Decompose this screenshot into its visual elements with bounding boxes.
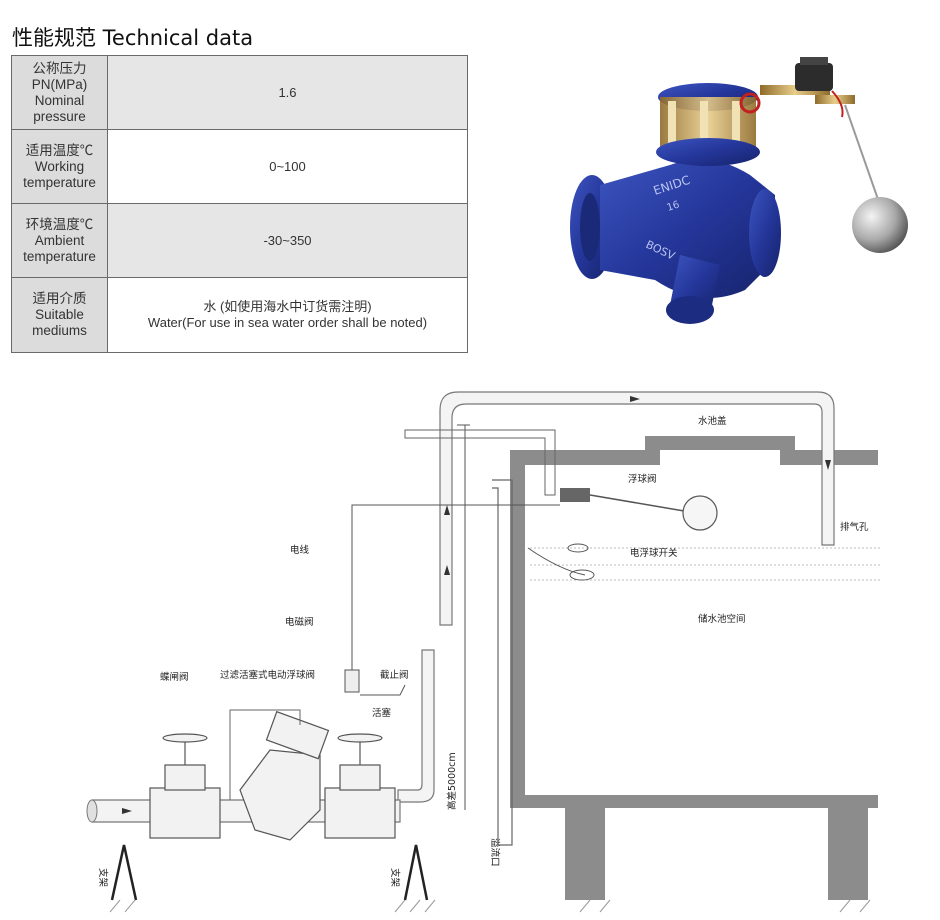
gate-valve-right (324, 733, 396, 839)
solenoid-coil (795, 63, 833, 91)
tank-pillar-right (828, 808, 868, 900)
label-storage: 储水池空间 (698, 613, 746, 625)
solenoid-valve (344, 669, 360, 693)
spec-table: 公称压力 PN(MPa) Nominal pressure 1.6 适用温度℃ … (11, 55, 468, 353)
table-row: 公称压力 PN(MPa) Nominal pressure 1.6 (11, 55, 468, 130)
valve-body (600, 159, 775, 298)
tank-pillar-left (565, 808, 605, 900)
label-support-right: 支架 (389, 868, 401, 888)
table-row: 适用温度℃ Working temperature 0~100 (11, 129, 468, 204)
body-marking-2: 16 (666, 199, 682, 213)
page-title: 性能规范 Technical data (12, 26, 254, 50)
label-stop-valve: 截止阀 (380, 669, 409, 681)
label-float-switch: 电浮球开关 (630, 547, 678, 559)
water-level-lines (530, 547, 880, 581)
label-piston: 活塞 (372, 707, 392, 719)
float-ball (852, 197, 908, 253)
spec-label-suitable-mediums: 适用介质 Suitable mediums (11, 277, 108, 353)
spec-value-suitable-mediums: 水 (如使用海水中订货需注明) Water(For use in sea wat… (107, 277, 468, 353)
label-gate-valve: 蝶闸阀 (160, 671, 189, 683)
tank-float-ball (682, 495, 718, 531)
gate-valve-left (149, 733, 221, 839)
label-solenoid: 电磁阀 (285, 616, 314, 628)
table-row: 适用介质 Suitable mediums 水 (如使用海水中订货需注明) Wa… (11, 277, 468, 353)
spec-label-working-temperature: 适用温度℃ Working temperature (11, 129, 108, 204)
label-float-valve: 浮球阀 (628, 473, 657, 485)
label-vent: 排气孔 (840, 521, 869, 533)
right-flange (749, 189, 781, 277)
label-main-valve: 过滤活塞式电动浮球阀 (220, 669, 315, 681)
flow-arrows (122, 396, 831, 814)
spec-label-ambient-temperature: 环境温度℃ Ambient temperature (11, 203, 108, 278)
spec-value-working-temperature: 0~100 (107, 129, 468, 204)
label-overflow: 溢流口 (489, 838, 501, 867)
pipe-supports (110, 844, 429, 901)
valve-product-illustration: ENIDC 16 BOSV (570, 57, 908, 324)
ground-hatching (109, 899, 871, 913)
spec-value-ambient-temperature: -30~350 (107, 203, 468, 278)
spec-value-nominal-pressure: 1.6 (107, 55, 468, 130)
label-height: 高差5000cm (446, 752, 458, 810)
tank-walls (510, 436, 878, 900)
red-handwheel (739, 92, 761, 114)
supply-pipe (439, 391, 835, 626)
table-row: 环境温度℃ Ambient temperature -30~350 (11, 203, 468, 278)
label-pool-cover: 水池盖 (698, 415, 727, 427)
spec-label-nominal-pressure: 公称压力 PN(MPa) Nominal pressure (11, 55, 108, 130)
label-wire: 电线 (290, 544, 310, 556)
label-support-left: 支架 (97, 868, 109, 888)
installation-diagram: 水池盖 浮球阀 排气孔 电浮球开关 储水池空间 电线 电磁阀 过滤活塞式电动浮球… (86, 391, 880, 913)
main-float-valve (239, 710, 330, 841)
wire (351, 504, 560, 670)
